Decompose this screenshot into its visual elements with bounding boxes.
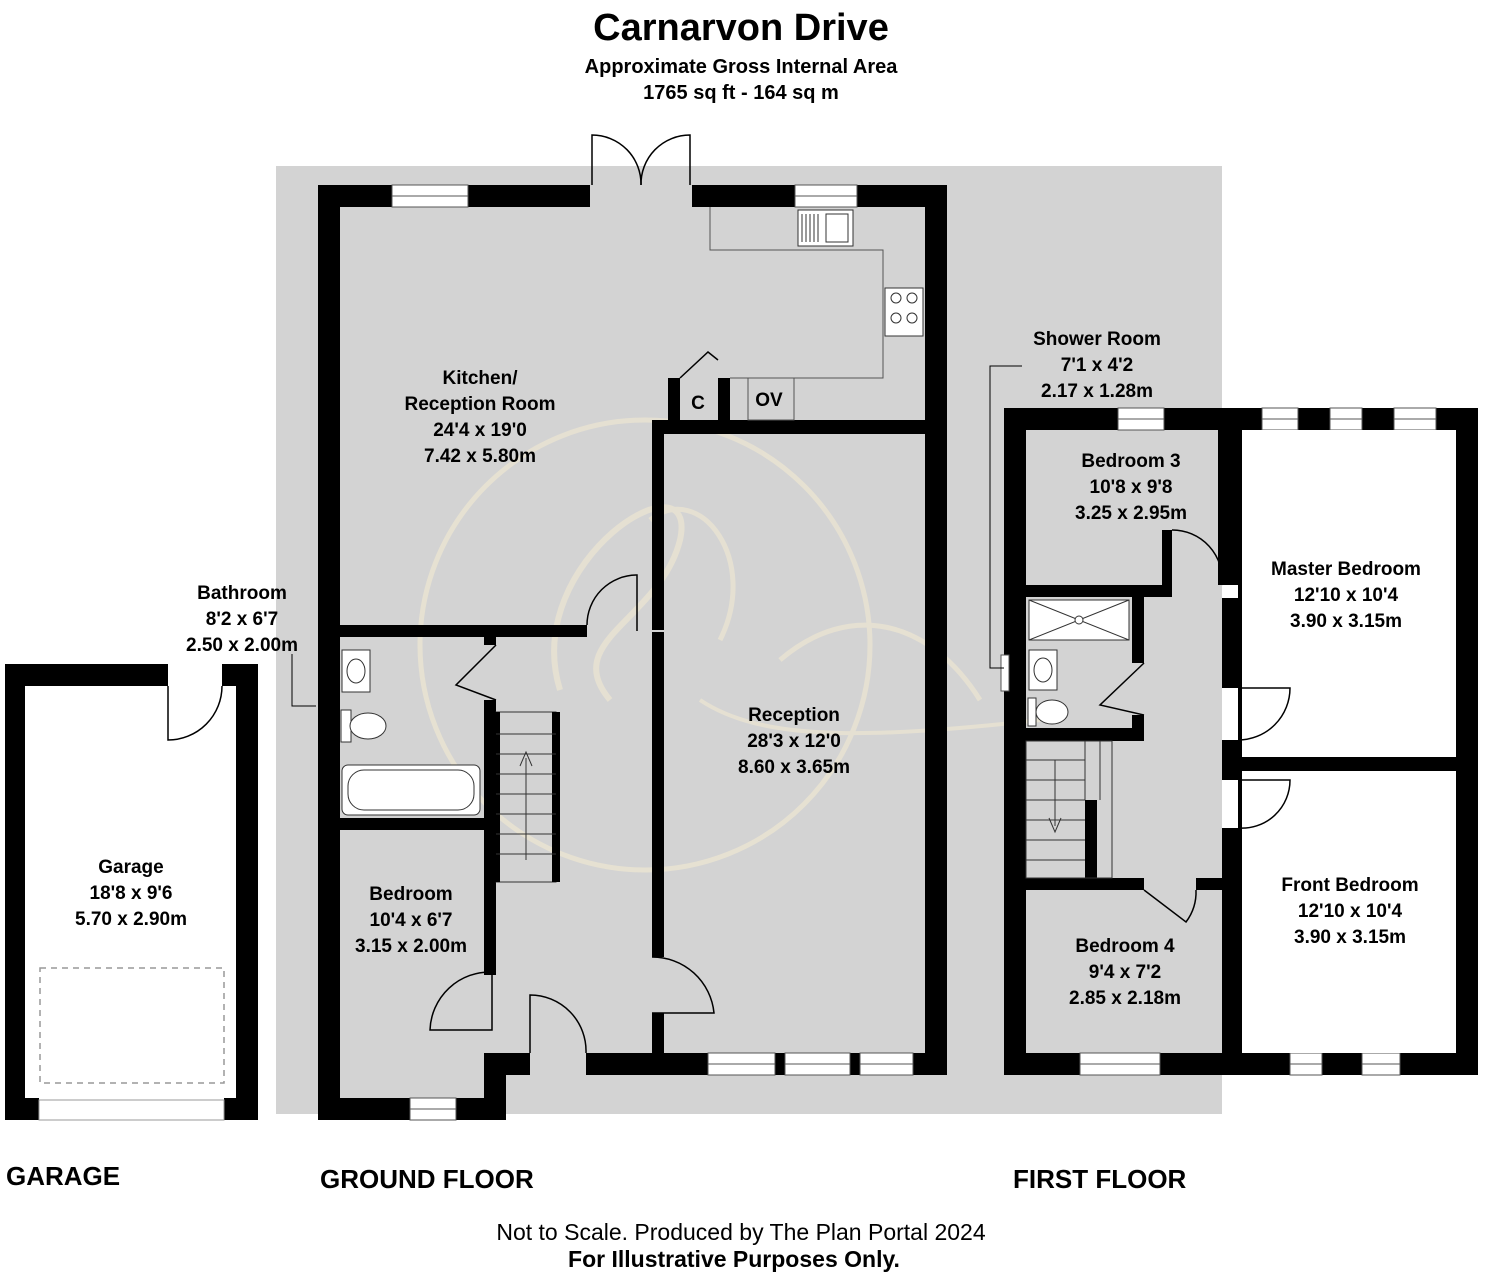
bathroom-imperial: 8'2 x 6'7 (206, 609, 278, 630)
bedroom4-name: Bedroom 4 (1075, 936, 1175, 957)
garage-door-swing (167, 685, 223, 741)
french-doors (591, 134, 691, 186)
oven-label: OV (755, 390, 783, 411)
plan-subtitle: Approximate Gross Internal Area (585, 56, 899, 78)
shower-room-leader (989, 365, 1022, 669)
gross-area: 1765 sq ft - 164 sq m (643, 82, 839, 104)
bathroom-name: Bathroom (197, 583, 287, 604)
ground-staircase (492, 711, 560, 883)
footer-disclaimer: Not to Scale. Produced by The Plan Porta… (496, 1219, 985, 1245)
bath-icon (341, 764, 481, 816)
plan-title: Carnarvon Drive (593, 7, 889, 49)
bedroom4-imperial: 9'4 x 7'2 (1089, 962, 1161, 983)
garage-car-space (39, 967, 225, 1084)
reception-metric: 8.60 x 3.65m (738, 757, 850, 778)
master-bedroom-metric: 3.90 x 3.15m (1290, 611, 1402, 632)
watermark-logo (417, 417, 1041, 873)
front-bedroom-imperial: 12'10 x 10'4 (1298, 901, 1403, 922)
kitchen-units (679, 207, 924, 421)
reception-imperial: 28'3 x 12'0 (747, 731, 841, 752)
bedroom4-metric: 2.85 x 2.18m (1069, 988, 1181, 1009)
front-bedroom-metric: 3.90 x 3.15m (1294, 927, 1406, 948)
garage-name: Garage (98, 857, 163, 878)
cupboard-label: C (691, 393, 705, 414)
hob-icon (884, 287, 924, 337)
bathroom-fixtures (340, 649, 481, 816)
first-door-swings (1098, 529, 1291, 924)
master-bedroom-name: Master Bedroom (1271, 559, 1421, 580)
front-bedroom-floor (1242, 771, 1456, 1053)
kitchen-name-1: Kitchen/ (443, 368, 519, 389)
bathroom-leader (291, 654, 316, 707)
bedroom-name: Bedroom (369, 884, 452, 905)
kitchen-imperial: 24'4 x 19'0 (433, 420, 527, 441)
shower-room-imperial: 7'1 x 4'2 (1061, 355, 1133, 376)
floor-label-ground: GROUND FLOOR (320, 1164, 534, 1194)
shower-toilet-icon (1027, 697, 1037, 727)
bedroom3-name: Bedroom 3 (1081, 451, 1180, 472)
shower-basin-icon (1028, 649, 1058, 691)
shower-room-name: Shower Room (1033, 329, 1161, 350)
kitchen-name-2: Reception Room (405, 394, 556, 415)
reception-name: Reception (748, 705, 840, 726)
master-bedroom-floor (1242, 430, 1456, 757)
master-bedroom-imperial: 12'10 x 10'4 (1294, 585, 1399, 606)
bedroom-metric: 3.15 x 2.00m (355, 936, 467, 957)
footer-illustrative: For Illustrative Purposes Only. (568, 1246, 900, 1272)
shower-fixtures (1027, 599, 1130, 727)
shower-room-metric: 2.17 x 1.28m (1041, 381, 1153, 402)
bedroom-imperial: 10'4 x 6'7 (370, 910, 453, 931)
ground-floor-walls (318, 185, 947, 1120)
bathroom-metric: 2.50 x 2.00m (186, 635, 298, 656)
kitchen-metric: 7.42 x 5.80m (424, 446, 536, 467)
room-labels: Kitchen/ Reception Room 24'4 x 19'0 7.42… (75, 329, 1421, 1009)
bedroom3-imperial: 10'8 x 9'8 (1090, 477, 1173, 498)
front-bedroom-name: Front Bedroom (1281, 875, 1418, 896)
garage-metric: 5.70 x 2.90m (75, 909, 187, 930)
first-staircase (1025, 740, 1113, 879)
garage-structure (5, 664, 258, 1121)
bedroom3-metric: 3.25 x 2.95m (1075, 503, 1187, 524)
ground-floor-windows (391, 184, 914, 1121)
first-floor-windows (1000, 407, 1437, 1076)
garage-imperial: 18'8 x 9'6 (90, 883, 173, 904)
ground-door-swings (429, 574, 715, 1054)
floor-label-garage: GARAGE (6, 1161, 120, 1191)
basin-icon (341, 649, 371, 693)
bathroom-door-swing (454, 644, 497, 701)
first-floor-walls (1004, 408, 1478, 1075)
floor-label-first: FIRST FLOOR (1013, 1164, 1187, 1194)
